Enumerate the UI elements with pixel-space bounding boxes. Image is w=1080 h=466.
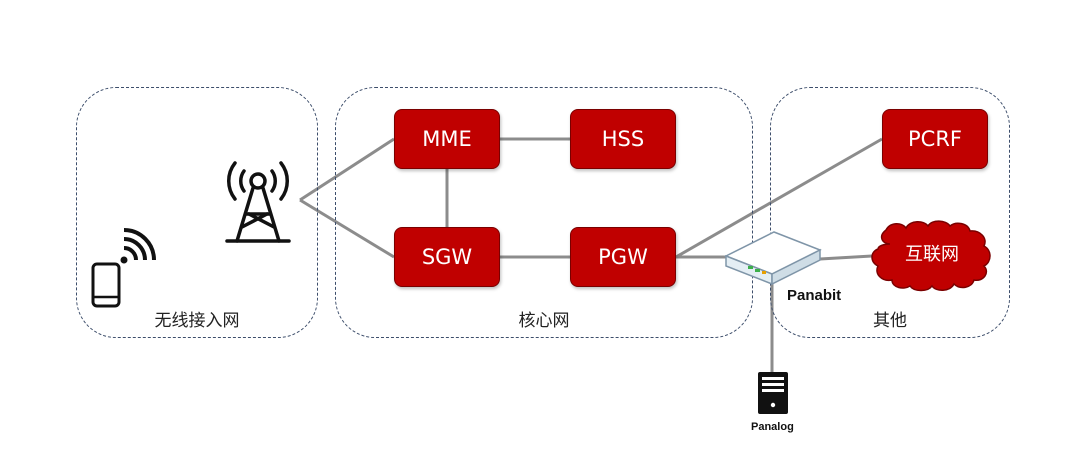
region-label-access: 无线接入网 [154, 311, 240, 331]
antenna-tower-icon [225, 161, 291, 243]
wifi-icon [120, 228, 156, 264]
region-wireless-access: 无线接入网 [76, 87, 318, 338]
node-sgw: SGW [394, 227, 500, 287]
cloud-icon [871, 220, 991, 292]
link-router-pcrf [675, 137, 883, 259]
link-router-internet [819, 254, 873, 261]
phone-icon [91, 262, 121, 308]
panalog-label: Panalog [751, 421, 794, 433]
router-icon [724, 231, 822, 286]
region-core-network: 核心网 [335, 87, 753, 338]
link-tower-sgw [299, 198, 395, 259]
node-pcrf: PCRF [882, 109, 988, 169]
node-pgw: PGW [570, 227, 676, 287]
region-other: 其他 [770, 87, 1010, 338]
link-tower-mme [299, 137, 395, 202]
panabit-label: Panabit [787, 287, 842, 304]
region-label-core: 核心网 [518, 311, 570, 331]
node-hss: HSS [570, 109, 676, 169]
internet-label: 互联网 [905, 244, 959, 265]
region-label-other: 其他 [873, 311, 907, 331]
node-mme: MME [394, 109, 500, 169]
server-icon [758, 372, 788, 414]
